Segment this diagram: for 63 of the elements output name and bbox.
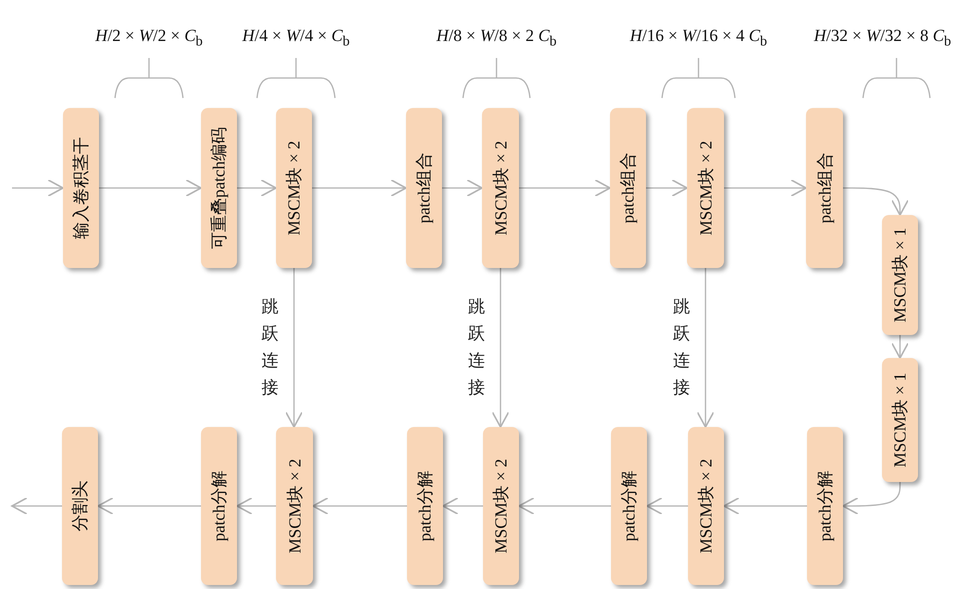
arrow [646,179,688,197]
arrow [519,179,611,197]
process-box [201,427,237,585]
block-label: 输入卷积茎干 [70,137,92,239]
block-label: patch组合 [618,152,638,224]
process-box [406,108,442,268]
arrow [312,497,407,515]
arrow [724,179,807,197]
arrow [518,497,611,515]
block-label: patch分解 [414,470,436,542]
arrow [285,268,303,428]
block-label: 可重叠patch编码 [208,127,230,249]
block-label: MSCM块 × 2 [490,458,512,554]
block-label: patch组合 [414,152,434,224]
arrow [97,497,201,515]
process-box [687,108,724,268]
process-box [806,108,843,268]
arrow [696,268,714,428]
block-label: 分割头 [70,480,90,532]
arrow [492,268,510,428]
block-label: MSCM块 × 2 [696,458,716,554]
dimension-formula: H/2 × W/2 × C$_{b}$ [95,26,203,50]
process-box [63,108,99,268]
arrow [442,497,483,515]
arrow [237,179,277,197]
block-label: patch组合 [814,152,836,224]
arrow [843,187,909,216]
process-box [407,427,443,585]
process-box [807,427,843,585]
block-label: MSCM块 × 1 [890,372,910,468]
process-box [483,427,519,585]
arrow [442,179,483,197]
block-label: MSCM块 × 2 [284,140,304,236]
process-box [688,427,724,585]
block-label: MSCM块 × 2 [490,140,511,236]
process-box [276,427,313,585]
process-box [482,108,519,268]
block-label: MSCM块 × 2 [284,458,305,554]
arrow [891,335,909,359]
block-label: patch分解 [814,470,836,542]
block-label: patch分解 [618,470,640,542]
process-box [62,427,98,585]
arrow [723,497,807,515]
process-box [201,108,237,268]
arrow [312,179,407,197]
block-label: MSCM块 × 2 [695,140,716,236]
block-label: patch分解 [208,470,230,542]
process-box [611,427,647,585]
process-box [276,108,312,268]
block-label: MSCM块 × 1 [890,228,910,322]
process-box [882,358,918,482]
dimension-formula: H/8 × W/8 × 2 C$_{b}$ [436,26,557,50]
dimension-formula: H/4 × W/4 × C$_{b}$ [242,26,350,50]
arrow [842,482,901,515]
arrow [236,497,276,515]
arrow [11,497,62,515]
process-box [882,215,918,335]
process-box [610,108,646,268]
arrow [99,179,202,197]
arrow [12,179,64,197]
arrow [646,497,688,515]
dimension-formula: H/16 × W/16 × 4 C$_{b}$ [630,26,768,50]
dimension-formula: H/32 × W/32 × 8 C$_{b}$ [814,26,952,50]
